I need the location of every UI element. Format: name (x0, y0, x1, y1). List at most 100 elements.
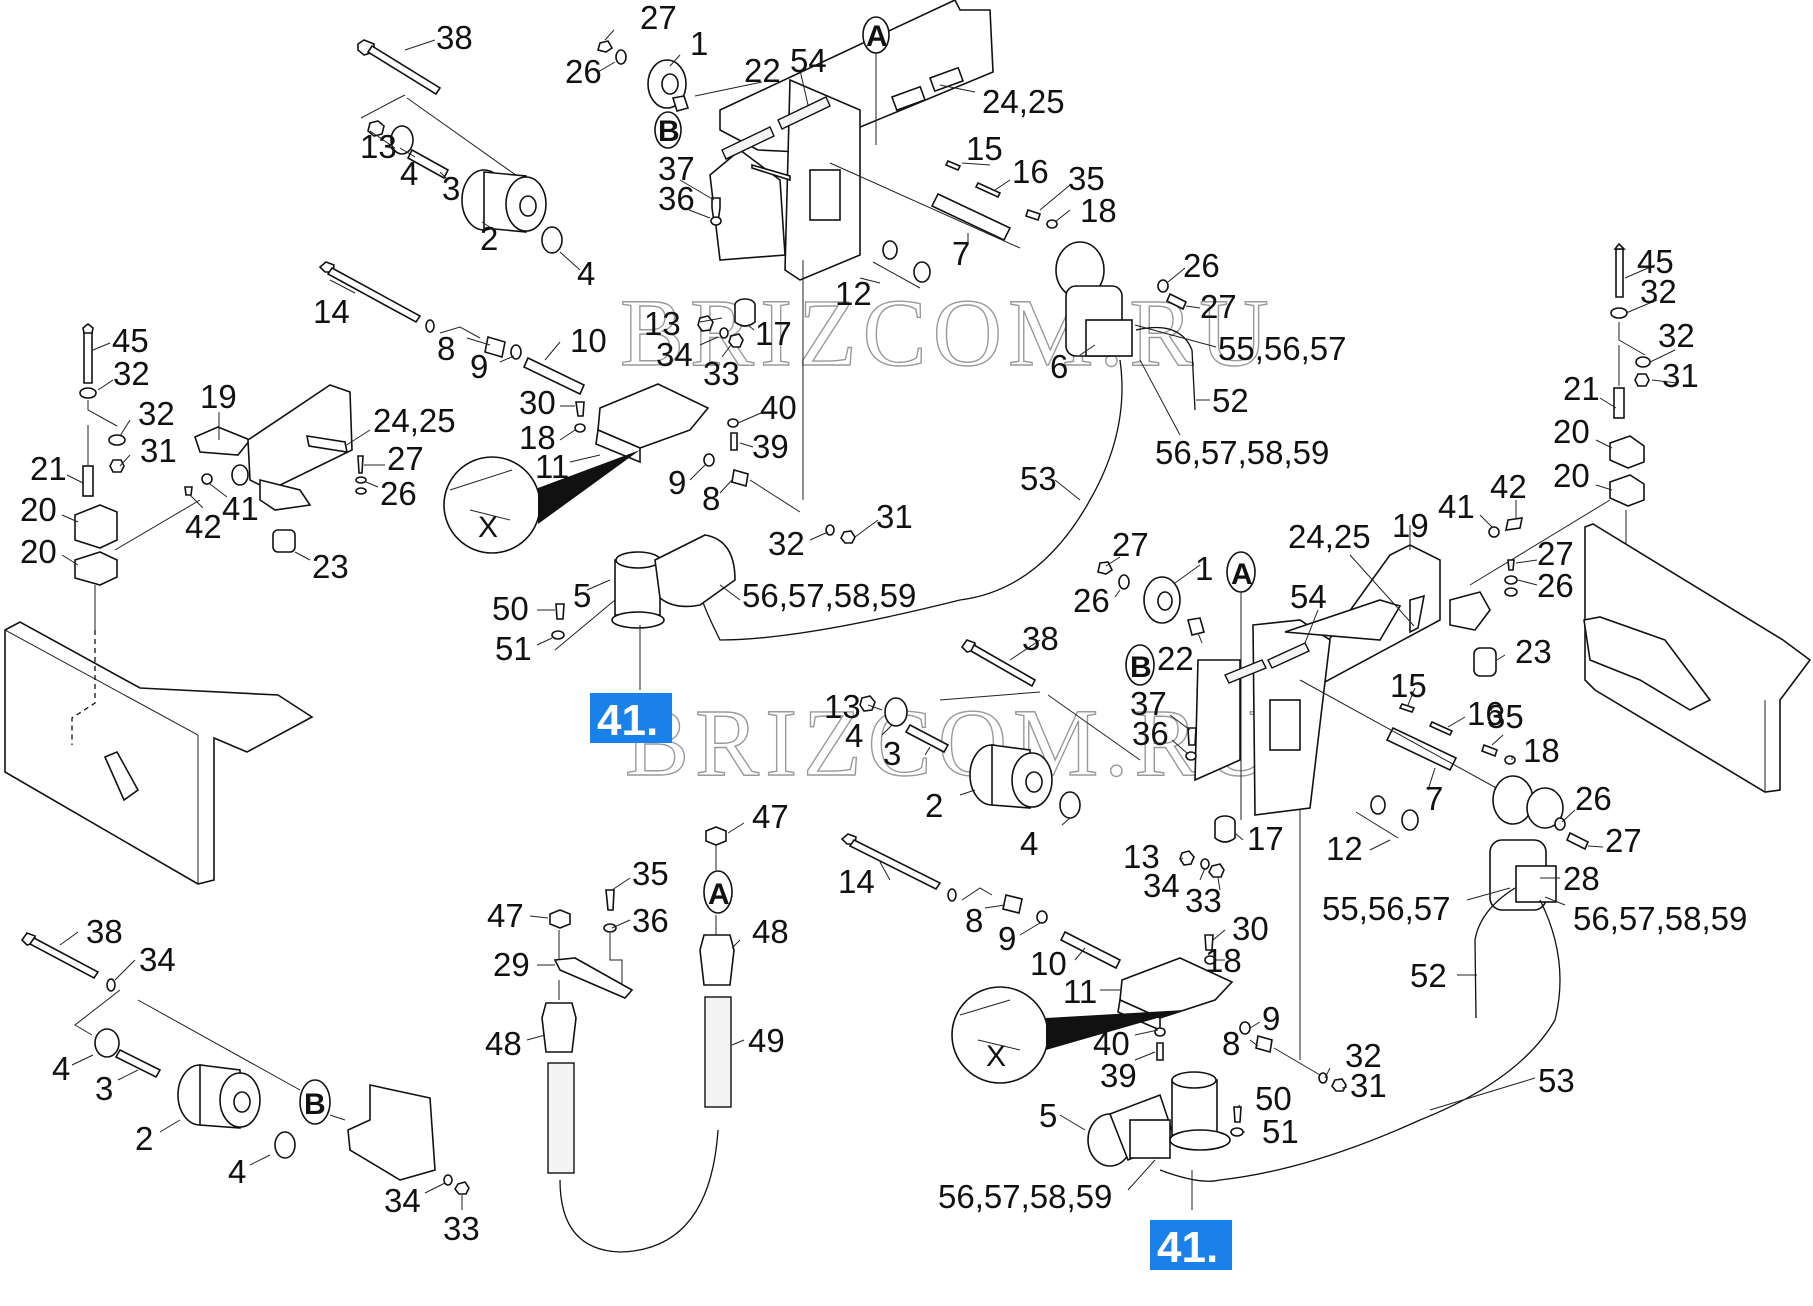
part-label: 40 (1093, 1025, 1130, 1062)
motor-icon (1055, 241, 1133, 357)
part-label: 32 (138, 395, 175, 432)
part-label: 3 (442, 170, 460, 207)
callout-b-text: B (304, 1088, 326, 1121)
washer-icon (615, 49, 627, 65)
part-label: 3 (95, 1070, 113, 1107)
part-label: 45 (1637, 243, 1674, 280)
bolt-icon (597, 40, 614, 53)
bushing-icon (1370, 795, 1386, 815)
part-label: 8 (965, 902, 983, 939)
nut-icon (454, 1181, 470, 1195)
part-label: 50 (492, 590, 529, 627)
bracket-icon (347, 1084, 436, 1181)
part-label: 27 (1112, 526, 1149, 563)
part-label: 34 (384, 1182, 421, 1219)
part-label: 26 (1537, 567, 1574, 604)
part-label: 7 (952, 235, 970, 272)
part-label: 6 (1050, 348, 1068, 385)
pin-icon (406, 148, 450, 180)
bolt-icon (1565, 831, 1590, 851)
cable-53 (699, 359, 1123, 641)
beam-icon (247, 384, 353, 491)
part-label: 9 (470, 348, 488, 385)
part-label: 32 (1640, 273, 1677, 310)
part-label: 4 (400, 155, 418, 192)
washer-icon (1230, 1127, 1244, 1137)
washer-icon (710, 216, 722, 226)
part-label: 48 (485, 1025, 522, 1062)
washer-icon (1154, 1027, 1166, 1037)
frame-icon (1194, 599, 1402, 816)
tube-icon (1059, 930, 1122, 970)
part-label: 34 (139, 941, 176, 978)
washer-icon (1504, 575, 1518, 585)
bolt-icon (83, 328, 93, 384)
part-label: 56,57,58,59 (1155, 434, 1329, 471)
part-label: 35 (1068, 160, 1105, 197)
washer-icon (703, 453, 715, 467)
part-label: 37 (1130, 685, 1167, 722)
part-label: 12 (1326, 830, 1363, 867)
watermark: BRIZCOM.RU (625, 689, 1280, 796)
part-label: 3 (883, 735, 901, 772)
bolt-icon (1187, 727, 1197, 746)
part-label: 24,25 (373, 402, 456, 439)
part-label: 13 (360, 128, 397, 165)
clamp-icon (1609, 435, 1645, 469)
nut-icon (109, 459, 125, 473)
part-label: 4 (228, 1153, 246, 1190)
spring-icon (721, 126, 775, 160)
washer-icon (947, 888, 957, 902)
washer-icon (1318, 1072, 1328, 1084)
part-label: 5 (573, 577, 591, 614)
leader-lines (59, 29, 1678, 1210)
part-label: 32 (1658, 317, 1695, 354)
part-label: 27 (1537, 535, 1574, 572)
part-label: 4 (1020, 825, 1038, 862)
part-label: 9 (1262, 1000, 1280, 1037)
motor-icon (1489, 775, 1564, 911)
part-label: 27 (387, 440, 424, 477)
part-label: 56,57,58,59 (938, 1178, 1112, 1215)
part-label: 47 (752, 798, 789, 835)
bolt-icon (1156, 1042, 1164, 1061)
clamp-icon (74, 551, 118, 586)
nameplate-icon (305, 435, 349, 453)
part-label: 19 (200, 378, 237, 415)
part-label: 39 (752, 428, 789, 465)
part-label: 35 (632, 855, 669, 892)
washer-icon (1118, 574, 1130, 590)
part-label: 49 (748, 1022, 785, 1059)
bolt-icon (1165, 292, 1188, 311)
part-label: 38 (1022, 620, 1059, 657)
part-label: 16 (1467, 695, 1504, 732)
callout-a (703, 870, 733, 914)
part-label: 2 (135, 1120, 153, 1157)
wheel-icon (647, 59, 687, 109)
part-label: 33 (443, 1210, 480, 1247)
part-label: 10 (1030, 945, 1067, 982)
top-center-assembly: A B (318, 0, 1196, 745)
part-label: 55,56,57 (1322, 890, 1450, 927)
part-label: 22 (1157, 640, 1194, 677)
washer-icon (603, 923, 617, 933)
part-label: 13 (1123, 838, 1160, 875)
part-label: 10 (570, 322, 607, 359)
part-label: 8 (702, 480, 720, 517)
washer-icon (1185, 751, 1197, 761)
callout-b (299, 1079, 331, 1125)
part-label: 24,25 (982, 83, 1065, 120)
washer-icon (443, 1174, 453, 1186)
pin-icon (82, 465, 94, 497)
part-label: 18 (1205, 942, 1242, 979)
washer-icon (1036, 910, 1048, 924)
part-label: 35 (1487, 698, 1524, 735)
callout-b-text: B (1130, 651, 1152, 684)
part-label: 36 (658, 180, 695, 217)
pin-icon (904, 723, 950, 754)
part-label: 21 (30, 450, 67, 487)
part-label: 47 (487, 897, 524, 934)
part-label: 26 (565, 53, 602, 90)
gearmotor-icon (611, 534, 736, 629)
rubber-mount-icon (1473, 647, 1497, 677)
